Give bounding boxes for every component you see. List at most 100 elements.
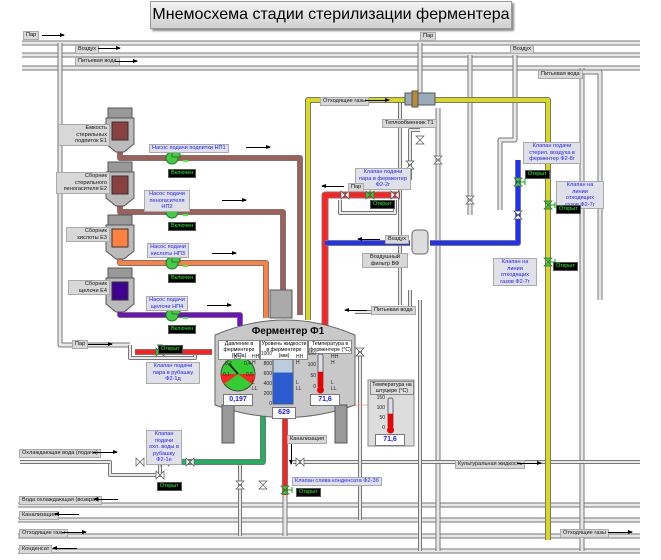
tank-cap	[107, 214, 133, 226]
valve-status-f2-1e: Открыт	[157, 482, 182, 491]
line-label-water-right: Питьевая вода	[538, 70, 583, 79]
nozzle-temp-label: Температура на штуцере (°C)	[370, 381, 414, 395]
line-label-cooling-return: Вода охлаждающая (возврат)	[19, 496, 103, 505]
flow-arrow	[365, 98, 390, 102]
level-tick: 1000	[260, 351, 272, 357]
tank-label-e1: Емкость стерильных подпиток Е1	[58, 124, 110, 146]
fermenter-title: Ферментер Ф1	[251, 326, 325, 337]
pressure-tick: 0,5	[246, 372, 253, 378]
heat-exchanger-icon	[404, 92, 436, 106]
tank-level	[111, 228, 129, 248]
air-filter-label: Воздушный фильтр ВФ	[362, 253, 408, 268]
tank-label-e3: Сборник кислоты Е3	[66, 227, 110, 242]
valve-status-f2-8g: Открыт	[525, 170, 550, 179]
valve-icon	[135, 457, 145, 467]
valve-status-f2-1d: Открыт	[158, 345, 183, 354]
valve-icon	[513, 210, 523, 220]
pressure-value: 0,197	[223, 394, 253, 406]
line-label-cooling-in: Охлаждающая вода (подача)	[19, 449, 101, 458]
flow-arrow	[62, 530, 87, 534]
level-tick: 600	[263, 371, 272, 377]
temperature-alarm-high: Н	[331, 360, 335, 366]
valve-label-f2-2g: Клапан подачи пара в ферментер Ф2-2г	[355, 168, 411, 190]
nozzle-thermometer-fill	[388, 413, 393, 428]
pump-indicator	[183, 214, 188, 216]
line-label-offgas-bottom: Отходящие газы	[19, 529, 68, 538]
pump-outlet	[171, 151, 181, 158]
air-pipe	[430, 160, 520, 245]
flow-arrow	[289, 444, 293, 465]
pump-status-np1: Включен	[168, 169, 197, 178]
valve-status-f2-2g: Открыт	[370, 200, 395, 209]
flow-arrow	[207, 303, 232, 307]
air-bypass	[497, 55, 518, 210]
flow-arrow	[517, 461, 542, 465]
offgas-pipe	[306, 98, 550, 540]
line-label-condensate: Конденсат	[19, 545, 53, 554]
line-label-water: Питьевая вода	[75, 57, 120, 66]
pressure-label: Давление в ферментере (МПа)	[218, 340, 260, 360]
flow-arrow	[321, 184, 344, 188]
valve-icon	[185, 457, 195, 467]
pressure-tick: 0,1	[223, 372, 230, 378]
line-label-air-right: Воздух	[510, 45, 535, 54]
pump-status-np2: Включен	[168, 222, 197, 231]
flow-arrow	[357, 237, 380, 241]
nozzle-tick: 100	[376, 405, 385, 411]
level-tick: 400	[263, 381, 272, 387]
level-tick: 0	[269, 401, 272, 407]
line-label-air-fermenter: Воздух	[385, 235, 410, 244]
line-label-culture: Культуральная жидкость	[455, 460, 526, 469]
line-label-sewer: Канализация	[19, 511, 59, 520]
flow-arrow	[222, 198, 247, 202]
valve-label-f2-7g-upper: Клапан на линии отходящих газов Ф2-7г	[556, 181, 604, 209]
flow-arrow	[98, 46, 121, 50]
motor-icon	[269, 289, 293, 319]
level-alarm-high: Н	[296, 360, 300, 366]
page-title: Мнемосхема стадии стерилизации ферментер…	[150, 1, 512, 29]
level-alarm-high: НН	[296, 354, 304, 360]
air-pipe	[430, 160, 521, 246]
temperature-tick: 100	[307, 362, 316, 368]
line-label-steam: Пар	[23, 31, 40, 40]
pump-status-np4: Включен	[168, 325, 197, 334]
valve-icon	[355, 347, 365, 357]
acid-pipe	[118, 255, 268, 318]
flow-arrow	[344, 308, 367, 312]
nozzle-thermometer-bulb	[387, 426, 394, 434]
valve-label-f2-8g: Клапан подачи стерил. воздуха в ферменте…	[523, 142, 581, 164]
pressure-alarm-high: Н	[252, 360, 256, 366]
flange-icon	[411, 90, 419, 108]
valve-icon	[258, 480, 268, 490]
line-label-steam-fermenter: Пар	[348, 183, 365, 192]
tank-label-e2: Сборник стерильного пеногасителя Е2	[56, 172, 110, 194]
air-filter-icon	[411, 229, 429, 255]
level-tick: 200	[263, 391, 272, 397]
temperature-thermometer-fill	[318, 371, 323, 388]
pump-label-np1: Насос подачи подпитки НП1	[149, 144, 229, 153]
valve-icon	[295, 457, 305, 467]
pressure-tick: 0,2	[225, 361, 232, 367]
gauge-red-zone	[220, 374, 238, 384]
pressure-tick: 0,4	[244, 361, 251, 367]
temperature-thermometer-bulb	[317, 386, 324, 394]
valve-label-f2-1d: Клапан подачи пара в рубашку Ф2-1д	[146, 362, 200, 384]
tank-level	[111, 281, 129, 301]
flow-arrow	[93, 450, 118, 454]
fermenter-leg	[334, 404, 348, 444]
valve-icon	[155, 470, 165, 480]
nozzle-tick: 0	[382, 425, 385, 431]
fermenter-leg	[221, 404, 235, 444]
valve-icon	[465, 195, 475, 205]
pressure-tick: 0,3	[234, 355, 241, 361]
gauge-red-zone	[238, 374, 256, 384]
temperature-alarm-low: L	[331, 380, 334, 386]
flow-arrow	[42, 33, 65, 37]
line-label-air: Воздух	[75, 45, 100, 54]
tank-cap	[107, 267, 133, 279]
valve-label-f2-1e: Клапан подачи охл. воды в рубашку Ф2-1е	[146, 430, 182, 465]
pressure-alarm-high: НН	[252, 354, 260, 360]
pump-status-np3: Включен	[168, 274, 197, 283]
flow-arrow	[93, 497, 118, 501]
